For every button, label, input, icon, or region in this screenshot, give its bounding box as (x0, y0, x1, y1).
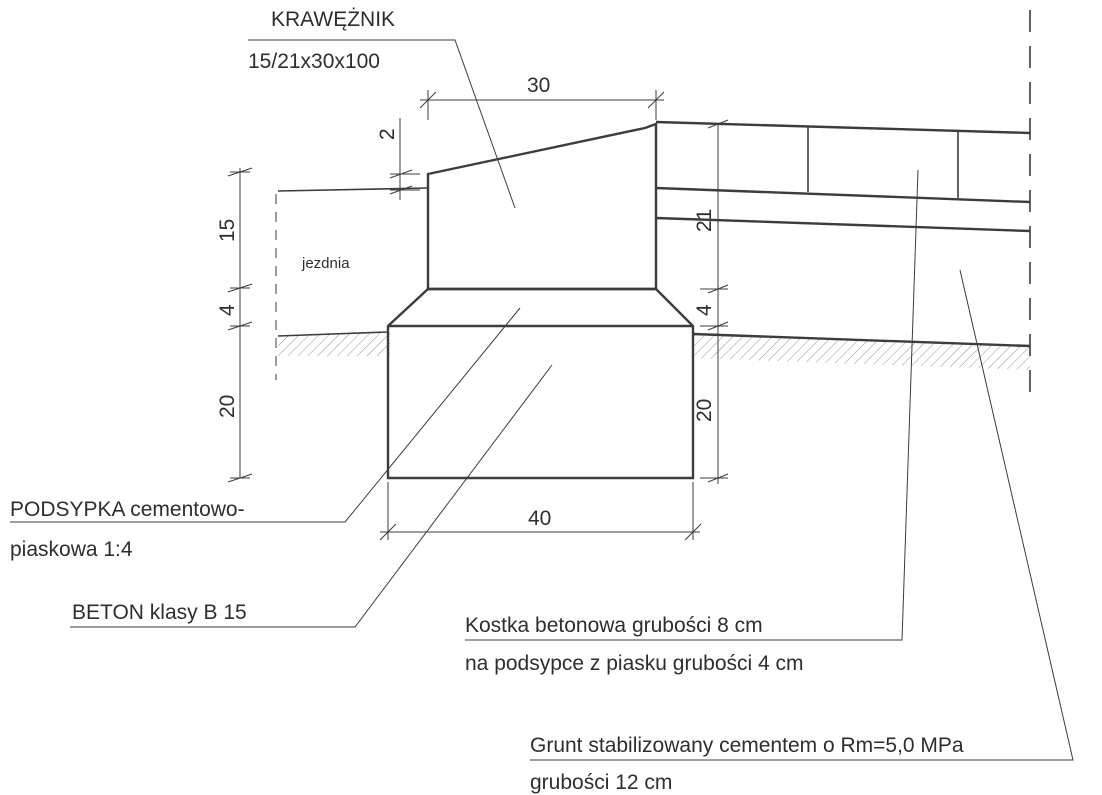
leader-paving (465, 169, 919, 641)
leader-soil (530, 269, 1074, 761)
roadway-subgrade-hatch (278, 332, 390, 356)
leader-concrete (70, 364, 553, 628)
dim-label-total-height: 21 (693, 209, 716, 232)
paving-bottom-line (655, 186, 1031, 204)
label-paving-line2: na podsypce z piasku grubości 4 cm (465, 652, 804, 675)
label-bedding-line2: piaskowa 1:4 (10, 538, 133, 561)
leader-bedding (10, 307, 521, 523)
label-soil-line1: Grunt stabilizowany cementem o Rm=5,0 MP… (530, 734, 964, 757)
label-curb-size: 15/21x30x100 (248, 50, 380, 73)
dim-label-slope-rise: 2 (376, 128, 399, 140)
dim-label-bottom-width: 40 (528, 507, 551, 530)
label-bedding-line1: PODSYPKA cementowo- (10, 498, 245, 521)
dim-left-ticks (227, 167, 253, 483)
label-paving-line1: Kostka betonowa grubości 8 cm (465, 614, 763, 637)
label-roadway: jezdnia (301, 255, 350, 272)
dim-label-right-foundation: 20 (693, 399, 716, 422)
dim-label-right-bedding: 4 (693, 304, 716, 316)
dim-label-left-foundation: 20 (216, 395, 239, 418)
dim-label-exposed-height: 15 (216, 219, 239, 242)
dim-slope-ticks (389, 169, 420, 195)
leader-curb (248, 39, 516, 209)
roadway-surface-line (277, 187, 429, 192)
roadway-ground-line (277, 331, 389, 337)
dim-right-ticks (700, 119, 729, 483)
label-concrete: BETON klasy B 15 (72, 601, 247, 624)
dim-label-left-bedding: 4 (216, 304, 239, 316)
label-curb-name: KRAWĘŻNIK (271, 8, 395, 31)
label-soil-line2: grubości 12 cm (530, 771, 672, 794)
sidewalk-ground-line (692, 332, 1031, 348)
dim-label-top-width: 30 (527, 74, 550, 97)
curb-body (426, 122, 658, 291)
dim-top-ticks (419, 90, 665, 120)
concrete-foundation (386, 287, 695, 480)
dim-bottom-ticks (379, 482, 702, 541)
